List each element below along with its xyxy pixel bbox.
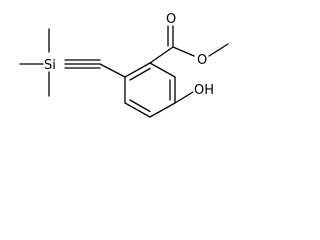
bond-ring-to-carbonyl [149,46,174,64]
bond-ester-o-to-methyl [208,43,229,57]
methyl-ester-group: O O [149,12,229,68]
ring-bond-c5-c6 [124,102,151,118]
ring-bond-c1-c2 [124,62,151,78]
silicon-label: Si [44,58,56,73]
structure-svg: O O OH Si [19,12,229,118]
ring-bond-c4-c5 [149,102,176,118]
benzene-ring [124,62,176,118]
alkyne-linker [64,59,126,78]
hydroxyl-label: OH [194,83,214,98]
bond-carbonyl-to-ester-o [172,46,195,57]
bond-ring-to-alkyne [99,63,126,78]
ring-bond-c2-c3 [149,62,176,78]
ring-double-bond-inner-3 [129,99,151,113]
molecule-diagram: O O OH Si [0,0,240,131]
ring-double-bond-inner-1 [129,67,151,81]
ester-oxygen-label: O [197,53,207,68]
carbonyl-oxygen-label: O [166,12,176,27]
hydroxyl-group: OH [174,83,214,104]
trimethylsilyl-group: Si [19,28,56,97]
bond-ring-to-hydroxyl [174,91,194,104]
